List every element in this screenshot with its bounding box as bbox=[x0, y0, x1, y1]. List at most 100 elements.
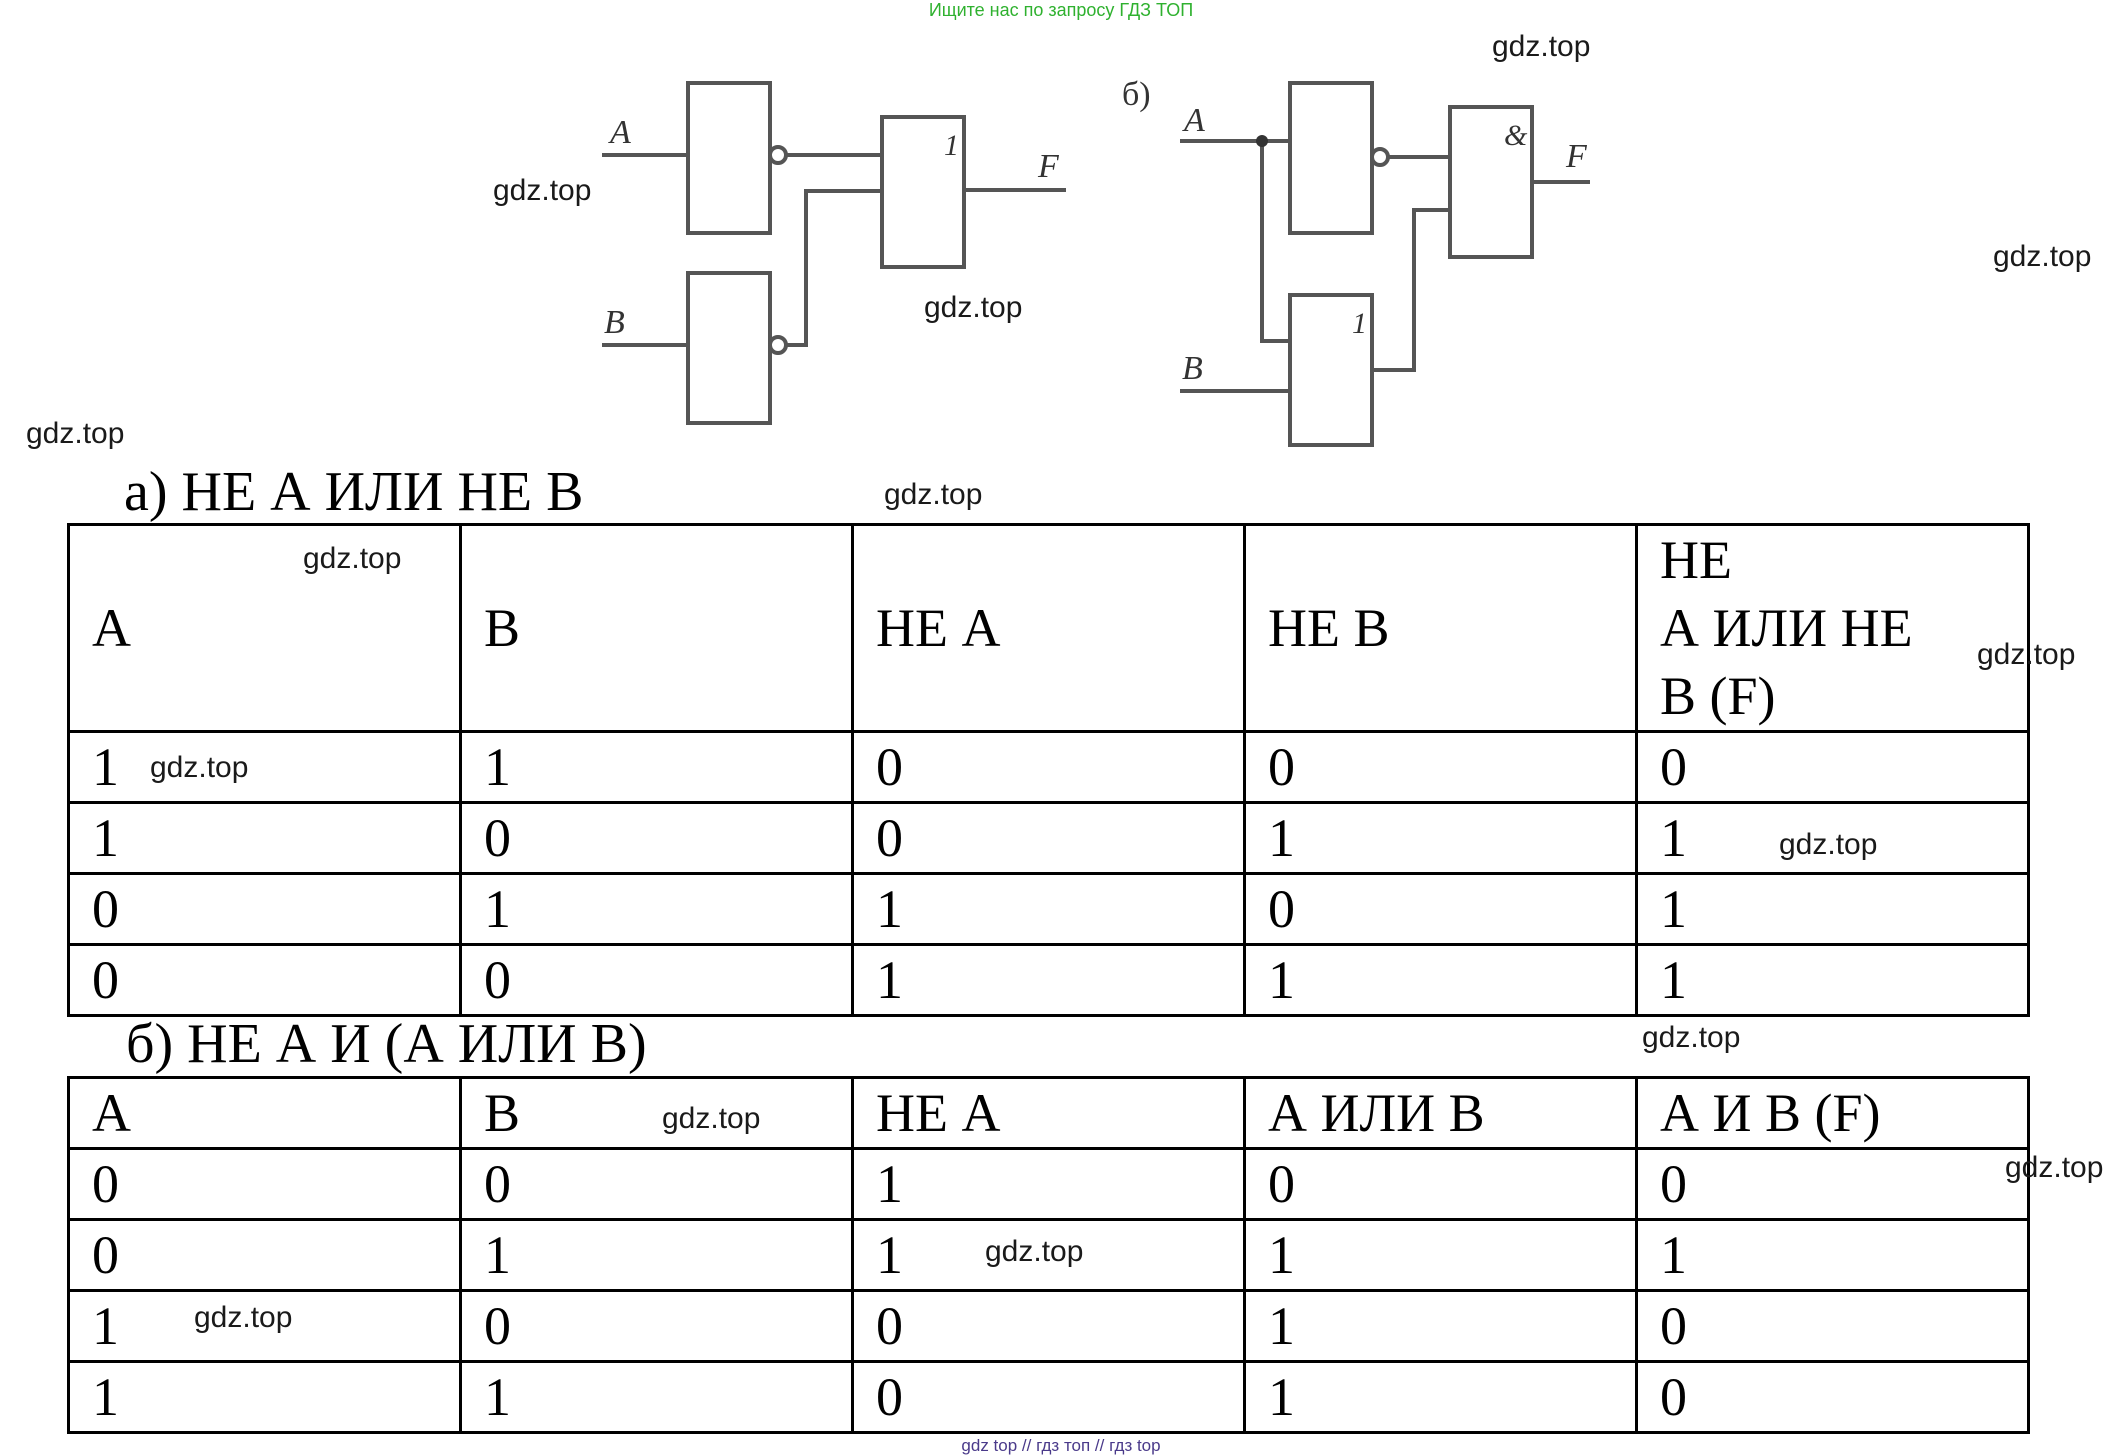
watermark: gdz.top bbox=[1779, 828, 1878, 861]
table-cell: 1 bbox=[1243, 1289, 1638, 1363]
table-cell: 1 bbox=[67, 1360, 462, 1434]
table-row: 1 1 0 0 0 bbox=[67, 730, 2030, 804]
header-cell: В bbox=[459, 1076, 854, 1150]
watermark: gdz.top bbox=[924, 291, 1023, 324]
header-line: НЕ bbox=[1660, 530, 1732, 590]
truth-table-a: А В НЕ А НЕ В НЕ А ИЛИ НЕ В (F) 1 1 0 0 … bbox=[67, 523, 2030, 1017]
table-cell: 1 bbox=[1635, 801, 2030, 875]
table-cell: 1 bbox=[851, 1218, 1246, 1292]
junction-dot bbox=[1256, 135, 1268, 147]
section-a-title: а) НЕ А ИЛИ НЕ В bbox=[124, 461, 584, 523]
watermark: gdz.top bbox=[1642, 1021, 1741, 1054]
diagram-b-label: б) bbox=[1122, 76, 1151, 113]
table-cell: 0 bbox=[1635, 1289, 2030, 1363]
table-header-row: А В НЕ А А ИЛИ В А И В (F) bbox=[67, 1076, 2030, 1150]
watermark: gdz.top bbox=[1977, 638, 2076, 671]
diagram-b-and-symbol: & bbox=[1504, 119, 1528, 152]
table-cell: 1 bbox=[1243, 801, 1638, 875]
table-cell: 0 bbox=[851, 801, 1246, 875]
diagram-a-input-a: A bbox=[608, 114, 631, 151]
watermark: gdz.top bbox=[150, 751, 249, 784]
table-header-row: А В НЕ А НЕ В НЕ А ИЛИ НЕ В (F) bbox=[67, 523, 2030, 733]
table-cell: 1 bbox=[459, 730, 854, 804]
watermark: gdz.top bbox=[493, 174, 592, 207]
header-cell: НЕ А ИЛИ НЕ В (F) bbox=[1635, 523, 2030, 733]
table-cell: 1 bbox=[67, 1289, 462, 1363]
inversion-bubble-b2 bbox=[1370, 147, 1390, 167]
table-cell: 1 bbox=[459, 872, 854, 946]
table-cell: 1 bbox=[851, 943, 1246, 1017]
watermark: gdz.top bbox=[985, 1235, 1084, 1268]
table-cell: 1 bbox=[1635, 943, 2030, 1017]
table-row: 1 0 0 1 1 bbox=[67, 801, 2030, 875]
table-cell: 0 bbox=[851, 730, 1246, 804]
table-cell: 0 bbox=[851, 1360, 1246, 1434]
header-line: В (F) bbox=[1660, 666, 1776, 726]
watermark: gdz.top bbox=[2005, 1151, 2104, 1184]
table-cell: 1 bbox=[67, 730, 462, 804]
table-cell: 1 bbox=[851, 1147, 1246, 1221]
watermark: gdz.top bbox=[194, 1301, 293, 1334]
table-cell: 0 bbox=[1243, 1147, 1638, 1221]
table-row: 0 0 1 1 1 bbox=[67, 943, 2030, 1017]
watermark: gdz.top bbox=[1993, 240, 2092, 273]
table-cell: 0 bbox=[851, 1289, 1246, 1363]
search-hint-banner: Ищите нас по запросу ГДЗ ТОП bbox=[928, 0, 1194, 20]
table-row: 0 1 1 1 1 bbox=[67, 1218, 2030, 1292]
table-row: 0 1 1 0 1 bbox=[67, 872, 2030, 946]
table-row: 1 1 0 1 0 bbox=[67, 1360, 2030, 1434]
header-cell: НЕ А bbox=[851, 1076, 1246, 1150]
diagram-a-output: F bbox=[1037, 148, 1060, 185]
table-cell: 0 bbox=[67, 872, 462, 946]
not-gate-b2 bbox=[1288, 81, 1374, 235]
diagram-b-input-a: A bbox=[1182, 102, 1205, 139]
table-cell: 0 bbox=[67, 1218, 462, 1292]
diagram-b-or-symbol: 1 bbox=[1352, 307, 1367, 340]
table-row: 0 0 1 0 0 bbox=[67, 1147, 2030, 1221]
not-gate-b bbox=[686, 271, 772, 425]
table-cell: 0 bbox=[459, 1147, 854, 1221]
table-cell: 1 bbox=[851, 872, 1246, 946]
watermark: gdz.top bbox=[303, 542, 402, 575]
diagram-a-or-symbol: 1 bbox=[944, 129, 959, 162]
inversion-bubble-b bbox=[768, 335, 788, 355]
table-cell: 1 bbox=[459, 1218, 854, 1292]
table-cell: 0 bbox=[459, 1289, 854, 1363]
table-cell: 1 bbox=[1243, 1360, 1638, 1434]
watermark: gdz.top bbox=[26, 417, 125, 450]
inversion-bubble-a bbox=[768, 145, 788, 165]
table-cell: 1 bbox=[1635, 1218, 2030, 1292]
section-b-title: б) НЕ А И (А ИЛИ В) bbox=[126, 1013, 647, 1075]
table-cell: 0 bbox=[1635, 1360, 2030, 1434]
watermark: gdz.top bbox=[1492, 30, 1591, 63]
table-cell: 1 bbox=[1635, 872, 2030, 946]
footer-banner: gdz top // гдз топ // гдз top bbox=[961, 1436, 1161, 1455]
table-cell: 0 bbox=[1243, 730, 1638, 804]
diagram-a-input-b: B bbox=[604, 304, 625, 341]
table-cell: 1 bbox=[67, 801, 462, 875]
header-cell: НЕ А bbox=[851, 523, 1246, 733]
logic-circuits-diagram: а) A B 1 F б) A B & 1 F bbox=[602, 76, 1590, 447]
header-cell: А ИЛИ В bbox=[1243, 1076, 1638, 1150]
table-cell: 1 bbox=[1243, 943, 1638, 1017]
table-cell: 0 bbox=[1635, 1147, 2030, 1221]
table-cell: 0 bbox=[1635, 730, 2030, 804]
table-cell: 1 bbox=[1243, 1218, 1638, 1292]
table-cell: 0 bbox=[1243, 872, 1638, 946]
diagram-b-input-b: B bbox=[1182, 350, 1203, 387]
not-gate-a bbox=[686, 81, 772, 235]
truth-table-b: А В НЕ А А ИЛИ В А И В (F) 0 0 1 0 0 0 1… bbox=[67, 1076, 2030, 1434]
diagram-b-output: F bbox=[1565, 138, 1588, 175]
header-cell: А И В (F) bbox=[1635, 1076, 2030, 1150]
header-cell: В bbox=[459, 523, 854, 733]
table-cell: 0 bbox=[459, 801, 854, 875]
table-cell: 0 bbox=[67, 943, 462, 1017]
header-line: А ИЛИ НЕ bbox=[1660, 598, 1913, 658]
table-cell: 1 bbox=[459, 1360, 854, 1434]
header-cell: НЕ В bbox=[1243, 523, 1638, 733]
header-cell: А bbox=[67, 523, 462, 733]
watermark: gdz.top bbox=[884, 478, 983, 511]
table-cell: 0 bbox=[459, 943, 854, 1017]
watermark: gdz.top bbox=[662, 1102, 761, 1135]
table-row: 1 0 0 1 0 bbox=[67, 1289, 2030, 1363]
